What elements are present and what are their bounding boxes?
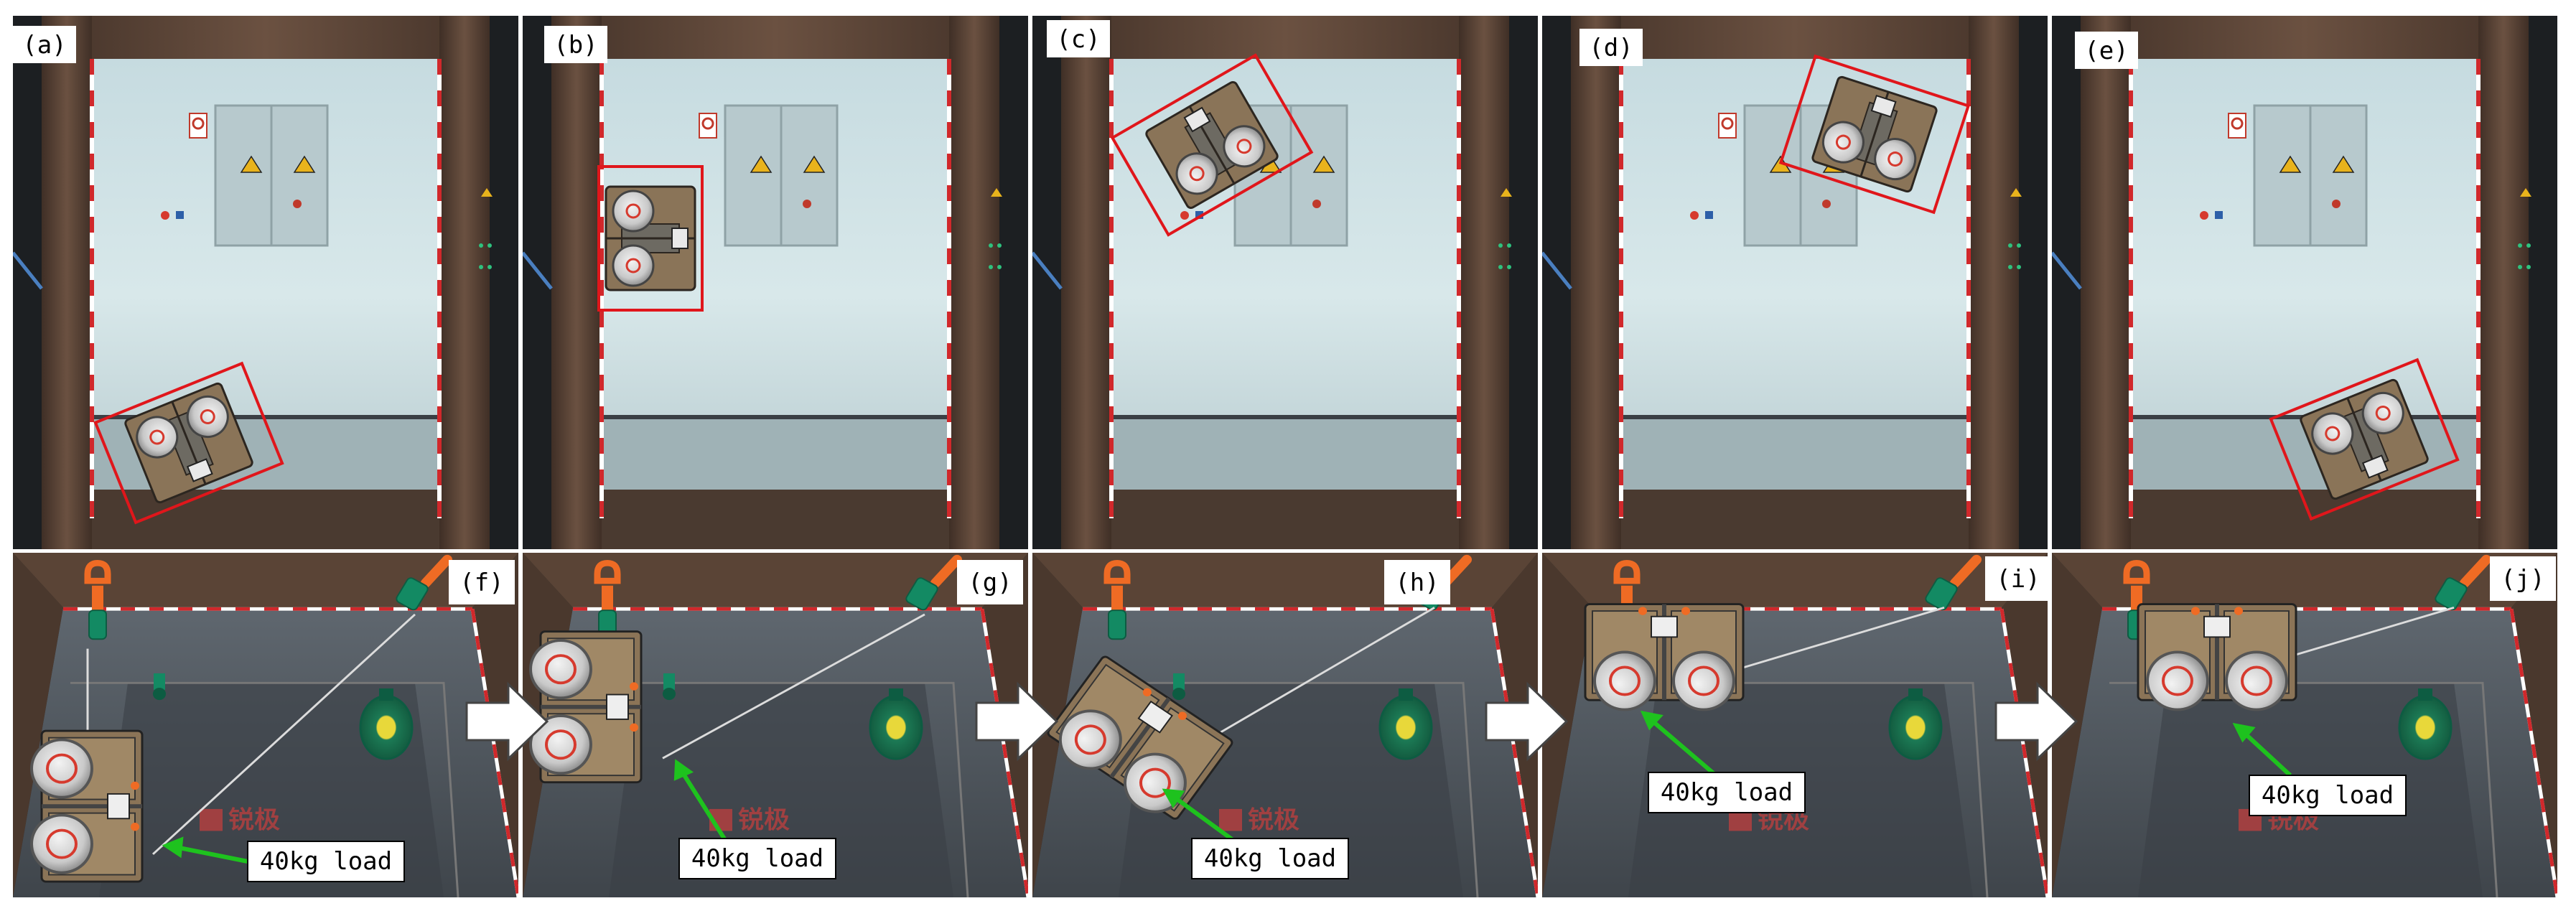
panel-label: (h) bbox=[1395, 569, 1439, 597]
load-callout: 40kg load bbox=[691, 844, 823, 873]
panel-g bbox=[523, 553, 1028, 897]
panel-a bbox=[13, 16, 518, 549]
panel-label: (g) bbox=[968, 569, 1012, 597]
detection-box bbox=[1778, 54, 1971, 215]
panel-d bbox=[1542, 16, 2048, 549]
panel-label: (j) bbox=[2501, 565, 2544, 594]
panel-label: (i) bbox=[1996, 565, 2040, 594]
panel-label: (e) bbox=[2084, 37, 2128, 65]
panel-label: (d) bbox=[1589, 34, 1633, 62]
load-callouts: 40kg load 40kg load 40kg load 40kg load … bbox=[247, 772, 2407, 882]
panel-labels-top: (a) (b) (c) (d) (e) bbox=[13, 20, 2138, 69]
load-callout: 40kg load bbox=[1661, 778, 1793, 807]
load-callout: 40kg load bbox=[1204, 844, 1336, 873]
panel-labels-bottom: (f) (g) (h) (i) (j) bbox=[449, 556, 2556, 604]
detection-box bbox=[2269, 358, 2460, 521]
panel-label: (f) bbox=[459, 569, 503, 597]
detection-box bbox=[1110, 53, 1314, 237]
load-callout: 40kg load bbox=[260, 847, 392, 876]
panel-label: (b) bbox=[554, 31, 597, 60]
panel-c bbox=[1032, 16, 1538, 549]
panel-j bbox=[2052, 553, 2557, 897]
detection-box bbox=[93, 361, 284, 525]
panel-h bbox=[1032, 553, 1538, 897]
load-callout: 40kg load bbox=[2262, 781, 2394, 810]
panel-f bbox=[13, 553, 518, 897]
panel-label: (a) bbox=[22, 31, 66, 60]
panel-b bbox=[523, 16, 1028, 549]
panel-i bbox=[1542, 553, 2048, 897]
detection-box bbox=[597, 165, 704, 312]
panel-label: (c) bbox=[1056, 25, 1100, 54]
callout-arrows bbox=[162, 710, 2292, 864]
panel-e bbox=[2052, 16, 2557, 549]
